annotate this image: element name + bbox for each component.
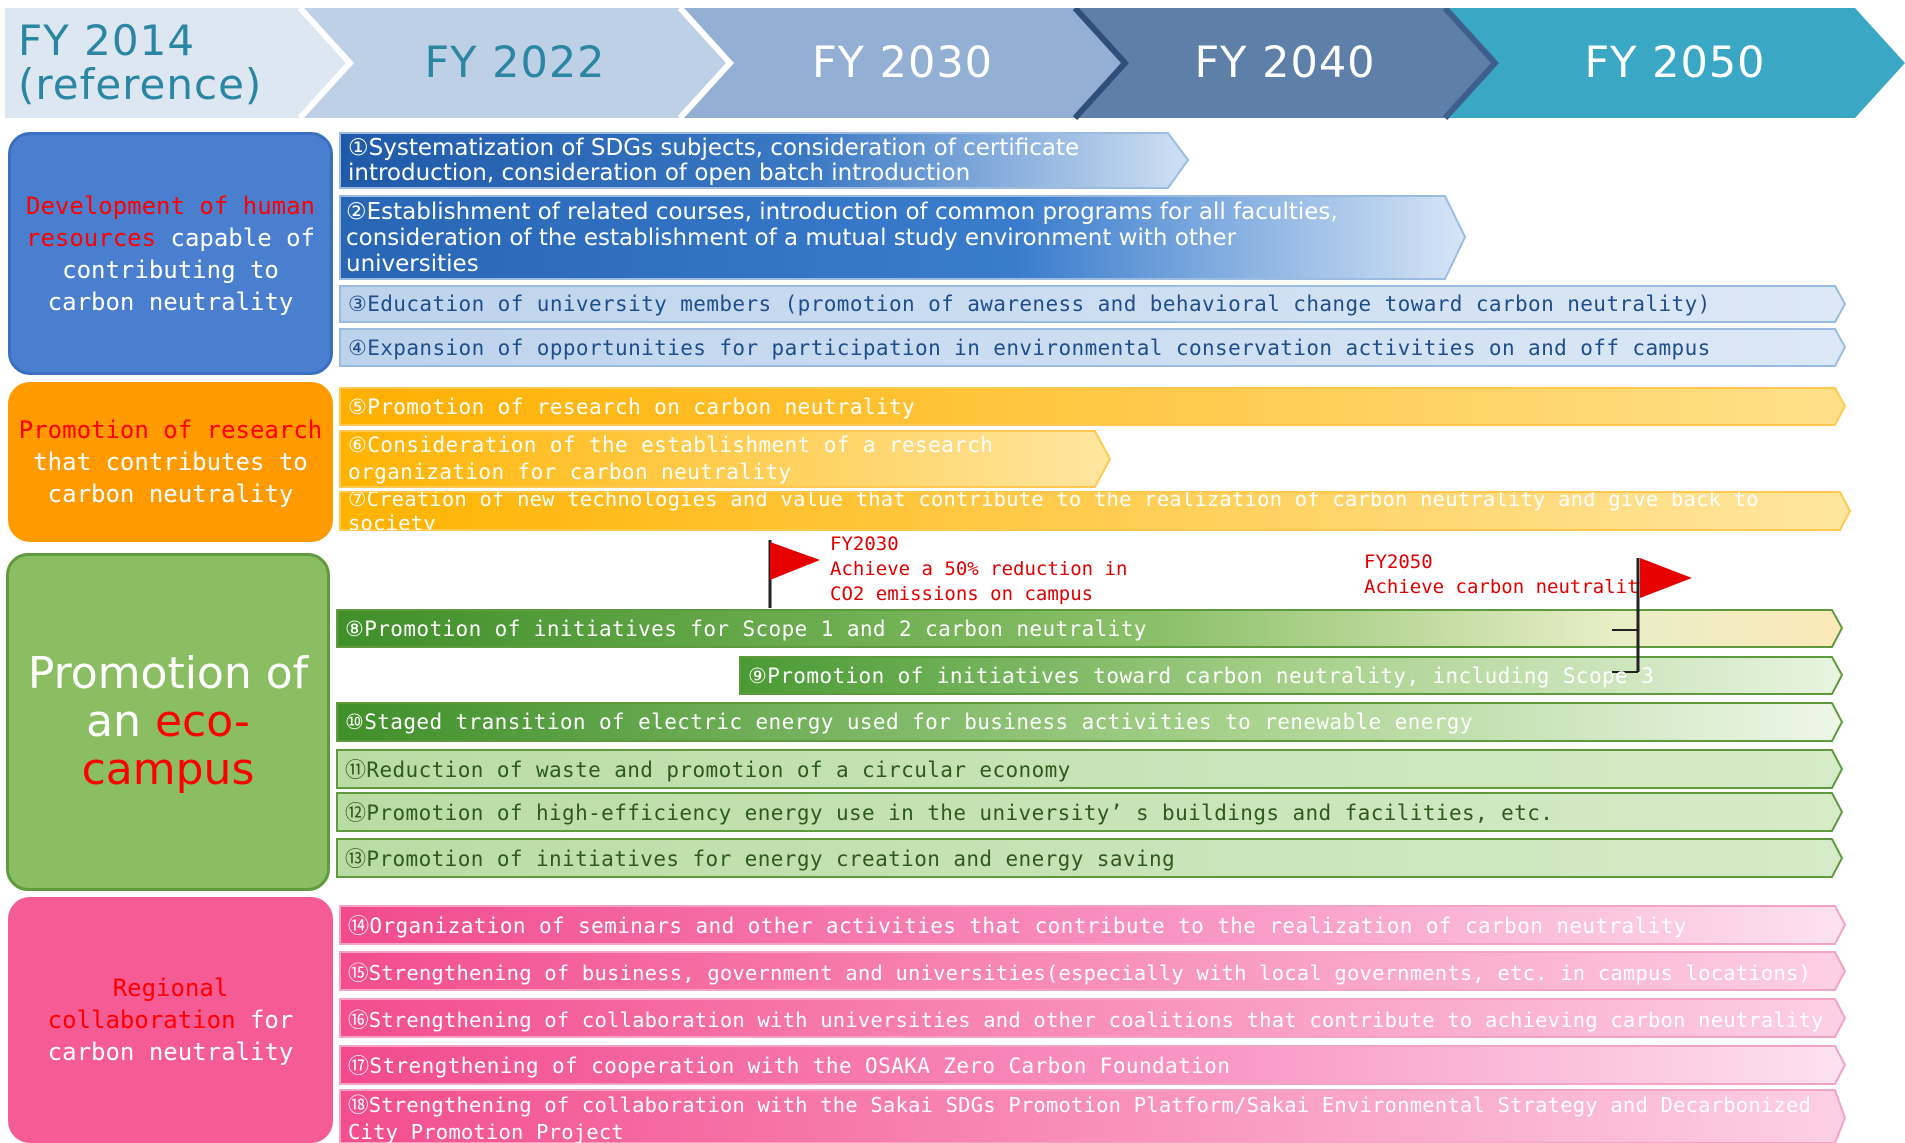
- initiative-bar-12: ⑫Promotion of high-efficiency energy use…: [337, 793, 1837, 831]
- initiative-bar-9: ⑨Promotion of initiatives toward carbon …: [740, 657, 1840, 694]
- initiative-bar-3-label: ③Education of university members (promot…: [348, 292, 1711, 316]
- initiative-bar-5: ⑤Promotion of research on carbon neutral…: [340, 388, 1840, 425]
- initiative-bar-5-label: ⑤Promotion of research on carbon neutral…: [348, 394, 916, 419]
- category-human-resources: Development of human resources capable o…: [8, 132, 333, 375]
- initiative-bar-1-label: ①Systematization of SDGs subjects, consi…: [348, 135, 1080, 186]
- initiative-bar-15: ⑮Strengthening of business, government a…: [340, 952, 1840, 990]
- initiative-bar-16-label: ⑯Strengthening of collaboration with uni…: [348, 1008, 1824, 1032]
- header-segment-fy2050: [1445, 8, 1905, 118]
- bar-13-shape: [336, 838, 1844, 878]
- initiative-bar-7-label: ⑦Creation of new technologies and value …: [348, 492, 1759, 530]
- milestone-fy2050-label: FY2050 Achieve carbon neutrality: [1364, 551, 1650, 598]
- initiative-bar-11: ⑪Reduction of waste and promotion of a c…: [337, 750, 1837, 788]
- milestone-fy2030-label: FY2030 Achieve a 50% reduction in CO2 em…: [830, 533, 1128, 605]
- bar-4-shape: [339, 328, 1847, 367]
- category-research-rest: that contributes to carbon neutrality: [33, 448, 308, 508]
- initiative-bar-2-label: ②Establishment of related courses, intro…: [346, 199, 1338, 277]
- initiative-bar-13: ⑬Promotion of initiatives for energy cre…: [337, 839, 1837, 877]
- initiative-bar-18-label: ⑱Strengthening of collaboration with the…: [348, 1093, 1812, 1143]
- initiative-bar-9-label: ⑨Promotion of initiatives toward carbon …: [748, 663, 1655, 688]
- bar-17-shape: [339, 1045, 1847, 1085]
- initiative-bar-14: ⑭Organization of seminars and other acti…: [340, 906, 1840, 944]
- category-regional-rest: for carbon neutrality: [47, 1006, 294, 1066]
- header-label-fy2040: FY 2040: [1194, 38, 1376, 88]
- header-segment-fy2022: [300, 8, 730, 118]
- header-segment-fy2040: [1075, 8, 1495, 118]
- header-label-fy2014: FY 2014 (reference): [18, 16, 263, 109]
- initiative-bar-18: ⑱Strengthening of collaboration with the…: [340, 1090, 1840, 1143]
- category-regional-highlight: Regional collaboration: [47, 974, 236, 1034]
- initiative-bar-10: ⑩Staged transition of electric energy us…: [337, 703, 1837, 741]
- timeline-header: [5, 8, 1905, 120]
- initiative-bar-6-label: ⑥Consideration of the establishment of a…: [348, 433, 994, 484]
- bar-1-shape: [339, 132, 1190, 189]
- category-research-highlight: Promotion of research: [18, 416, 323, 444]
- header-label-fy2030: FY 2030: [811, 38, 994, 88]
- initiative-bar-11-label: ⑪Reduction of waste and promotion of a c…: [345, 758, 1071, 782]
- bar-2-shape: [339, 195, 1467, 280]
- bar-16-shape: [339, 998, 1847, 1038]
- initiative-bar-15-label: ⑮Strengthening of business, government a…: [348, 961, 1812, 985]
- bar-18-shape: [339, 1089, 1847, 1143]
- flag-fy2050-icon: [1640, 558, 1692, 598]
- category-research: Promotion of research that contributes t…: [8, 382, 333, 542]
- header-segment-fy2030: [680, 8, 1125, 118]
- flag-fy2030-icon: [770, 542, 820, 580]
- bar-8-shape: [336, 609, 1844, 648]
- category-eco-campus: Promotion of an eco-campus: [6, 553, 330, 891]
- initiative-bar-17: ⑰Strengthening of cooperation with the O…: [340, 1046, 1840, 1084]
- category-eco-campus-highlight: eco-campus: [81, 696, 255, 795]
- bar-7-shape: [339, 491, 1852, 531]
- initiative-bar-4: ④Expansion of opportunities for particip…: [340, 329, 1840, 366]
- initiative-bar-2: ②Establishment of related courses, intro…: [340, 196, 1450, 280]
- initiative-bar-8: ⑧Promotion of initiatives for Scope 1 an…: [337, 610, 1837, 647]
- initiative-bar-4-label: ④Expansion of opportunities for particip…: [348, 335, 1711, 360]
- initiative-bar-1: ①Systematization of SDGs subjects, consi…: [340, 133, 1170, 189]
- bar-6-shape: [339, 430, 1112, 488]
- initiative-bar-12-label: ⑫Promotion of high-efficiency energy use…: [345, 801, 1554, 825]
- header-label-fy2050: FY 2050: [1584, 38, 1766, 88]
- initiative-bar-13-label: ⑬Promotion of initiatives for energy cre…: [345, 847, 1176, 871]
- initiative-bar-16: ⑯Strengthening of collaboration with uni…: [340, 999, 1840, 1037]
- initiative-bar-10-label: ⑩Staged transition of electric energy us…: [345, 710, 1473, 734]
- bar-10-shape: [336, 702, 1844, 742]
- initiative-bar-6: ⑥Consideration of the establishment of a…: [340, 431, 1110, 487]
- initiative-bar-7: ⑦Creation of new technologies and value …: [340, 492, 1845, 530]
- bar-12-shape: [336, 792, 1844, 832]
- bar-11-shape: [336, 749, 1844, 789]
- initiative-bar-8-label: ⑧Promotion of initiatives for Scope 1 an…: [345, 616, 1147, 641]
- bar-5-shape: [339, 387, 1847, 426]
- initiative-bar-17-label: ⑰Strengthening of cooperation with the O…: [348, 1054, 1231, 1078]
- category-human-resources-rest: capable of contributing to carbon neutra…: [47, 223, 315, 316]
- bar-14-shape: [339, 905, 1847, 945]
- category-human-resources-highlight: Development of human resources: [26, 191, 315, 252]
- bar-15-shape: [339, 951, 1847, 991]
- category-regional: Regional collaboration for carbon neutra…: [8, 897, 333, 1143]
- bar-9-shape: [739, 656, 1844, 695]
- header-label-fy2022: FY 2022: [424, 38, 606, 88]
- initiative-bar-14-label: ⑭Organization of seminars and other acti…: [348, 914, 1687, 938]
- category-eco-campus-lead: Promotion of an: [27, 648, 309, 747]
- initiative-bar-3: ③Education of university members (promot…: [340, 286, 1840, 322]
- header-segment-fy2014: [5, 8, 350, 118]
- bar-3-shape: [339, 285, 1847, 323]
